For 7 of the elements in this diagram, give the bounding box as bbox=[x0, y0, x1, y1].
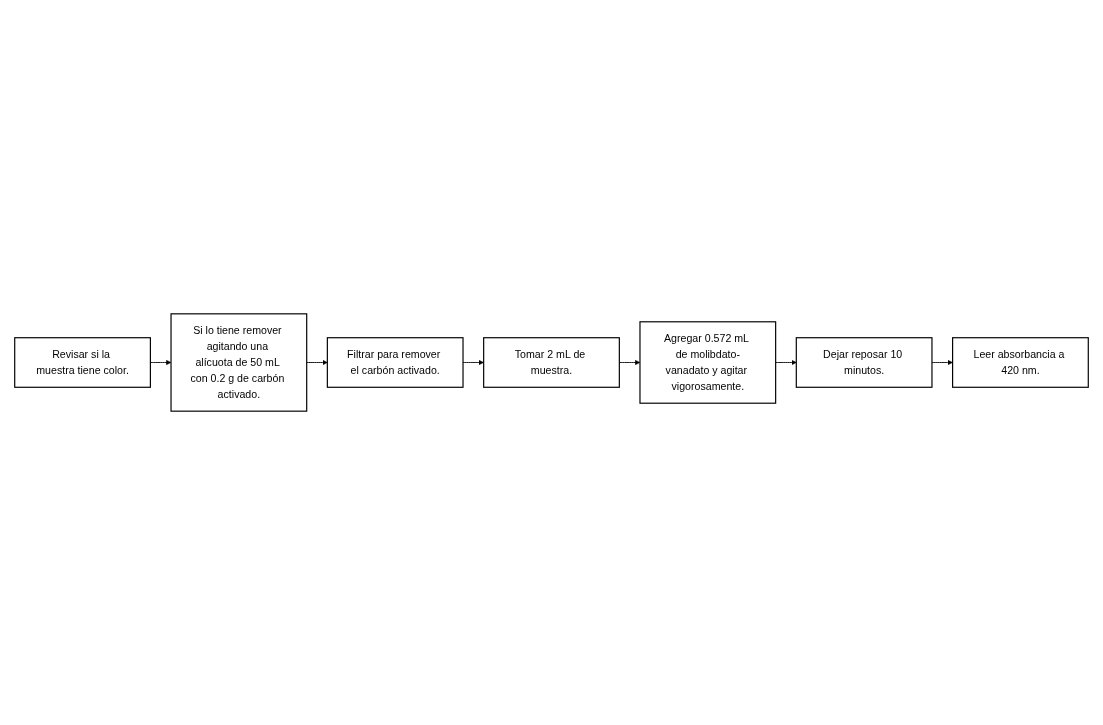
node-box: Tomar 2 mL de muestra. bbox=[483, 337, 620, 388]
node-box: Leer absorbancia a 420 nm. bbox=[952, 337, 1089, 388]
node-box: Filtrar para remover el carbón activado. bbox=[326, 337, 464, 388]
node-box: Revisar si la muestra tiene color. bbox=[14, 337, 151, 388]
node-box: Agregar 0.572 mL de molibdato-vanadato y agitar vigorosamente. bbox=[639, 321, 777, 404]
node-box: Dejar reposar 10 minutos. bbox=[795, 337, 933, 388]
node-box: Si lo tiene remover agitando una alícuota de 50 mL con 0.2 g de carbón activado. bbox=[170, 313, 308, 412]
